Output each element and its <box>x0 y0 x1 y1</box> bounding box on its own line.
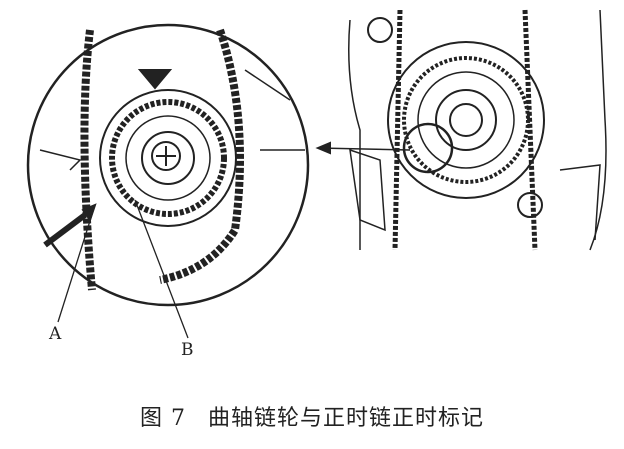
leader-line-a <box>57 204 96 323</box>
label-a: A <box>49 324 62 344</box>
leader-line-b <box>134 199 189 339</box>
label-b: B <box>181 340 194 360</box>
timing-chain-diagram <box>26 9 607 339</box>
magnified-view <box>26 23 310 307</box>
figure-caption: 图 7 曲轴链轮与正时链正时标记 <box>0 400 624 432</box>
engine-front-view <box>348 9 607 251</box>
figure-title: 曲轴链轮与正时链正时标记 <box>207 406 484 431</box>
figure-number: 图 7 <box>139 406 186 431</box>
callout-arrow <box>317 147 411 151</box>
